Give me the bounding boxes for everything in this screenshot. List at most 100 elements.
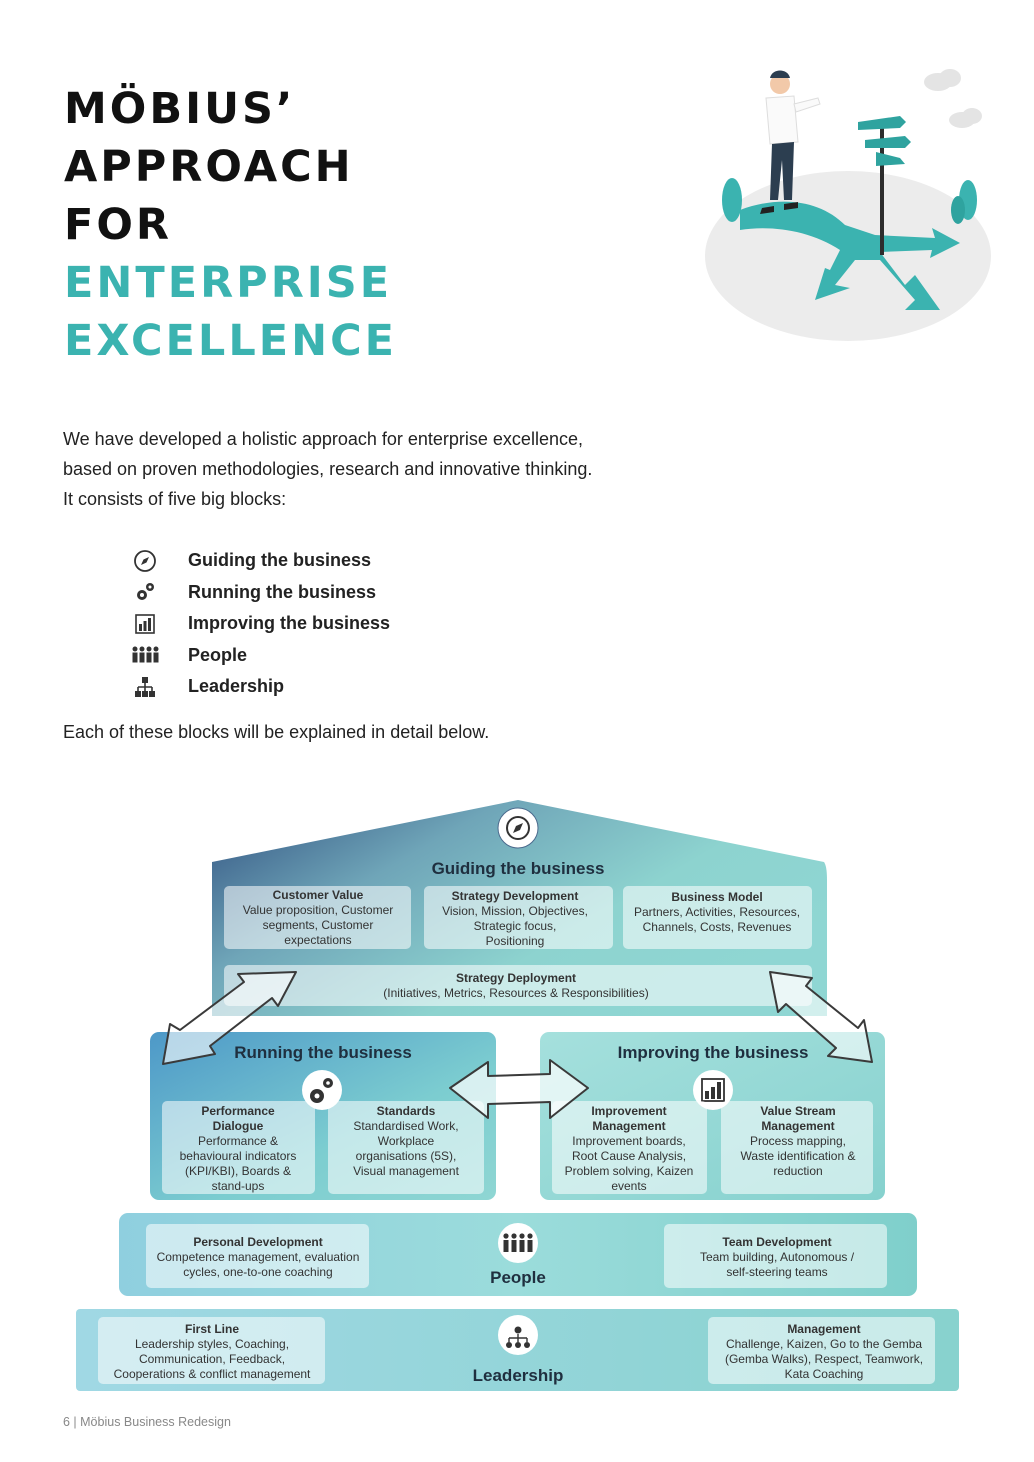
svg-text:Improvement boards,: Improvement boards, [572, 1134, 685, 1148]
title-line-1: MÖBIUS’ [64, 84, 296, 134]
page-footer: 6 | Möbius Business Redesign [63, 1415, 231, 1429]
business-model-box: Business Model Partners, Activities, Res… [623, 886, 812, 949]
customer-value-box: Customer Value Value proposition, Custom… [224, 886, 411, 949]
svg-text:organisations (5S),: organisations (5S), [356, 1149, 457, 1163]
page-title: MÖBIUS’ APPROACH FOR ENTERPRISE EXCELLEN… [64, 80, 397, 370]
people-icon [503, 1233, 533, 1252]
list-item: People [130, 640, 390, 672]
team-development-box: Team Development Team building, Autonomo… [664, 1224, 887, 1288]
svg-text:Management: Management [761, 1119, 834, 1133]
intro-text: We have developed a holistic approach fo… [63, 424, 663, 514]
svg-text:behavioural indicators: behavioural indicators [180, 1149, 297, 1163]
list-item-label: Guiding the business [188, 550, 372, 571]
improving-title: Improving the business [618, 1043, 809, 1062]
svg-text:Workplace: Workplace [378, 1134, 435, 1148]
svg-text:Team building, Autonomous /: Team building, Autonomous / [700, 1250, 855, 1264]
svg-text:Waste identification &: Waste identification & [741, 1149, 856, 1163]
list-item: Leadership [130, 671, 390, 703]
people-section [119, 1213, 917, 1296]
performance-dialogue-box: Performance Dialogue Performance & behav… [162, 1101, 315, 1194]
svg-text:Improvement: Improvement [591, 1104, 666, 1118]
list-item-label: Running the business [188, 581, 377, 602]
intro-line-3: It consists of five big blocks: [63, 489, 287, 509]
svg-text:Performance: Performance [201, 1104, 275, 1118]
svg-text:Positioning: Positioning [486, 934, 545, 948]
svg-text:Communication, Feedback,: Communication, Feedback, [139, 1352, 285, 1366]
compass-icon [506, 816, 530, 840]
svg-text:Strategy Development: Strategy Development [452, 889, 579, 903]
svg-text:Standardised Work,: Standardised Work, [353, 1119, 458, 1133]
svg-text:segments, Customer: segments, Customer [263, 918, 374, 932]
svg-text:(KPI/KBI), Boards &: (KPI/KBI), Boards & [185, 1164, 291, 1178]
personal-development-box: Personal Development Competence manageme… [146, 1224, 369, 1288]
svg-text:(Initiatives, Metrics, Resourc: (Initiatives, Metrics, Resources & Respo… [383, 986, 648, 1000]
svg-text:reduction: reduction [773, 1164, 822, 1178]
svg-text:events: events [611, 1179, 646, 1193]
title-line-3: FOR [64, 200, 173, 250]
svg-text:(Gemba Walks), Respect, Teamwo: (Gemba Walks), Respect, Teamwork, [725, 1352, 923, 1366]
svg-text:Root Cause Analysis,: Root Cause Analysis, [572, 1149, 686, 1163]
svg-text:Team Development: Team Development [722, 1235, 831, 1249]
svg-text:Kata Coaching: Kata Coaching [785, 1367, 864, 1381]
svg-text:Leadership styles, Coaching,: Leadership styles, Coaching, [135, 1337, 289, 1351]
standards-box: Standards Standardised Work, Workplace o… [328, 1101, 484, 1194]
svg-text:Problem solving, Kaizen: Problem solving, Kaizen [565, 1164, 694, 1178]
svg-text:self-steering teams: self-steering teams [726, 1265, 827, 1279]
svg-text:Challenge, Kaizen, Go to the G: Challenge, Kaizen, Go to the Gemba [726, 1337, 922, 1351]
svg-text:Channels, Costs, Revenues: Channels, Costs, Revenues [643, 920, 792, 934]
svg-text:Strategy Deployment: Strategy Deployment [456, 971, 576, 985]
svg-text:Personal Development: Personal Development [193, 1235, 322, 1249]
leadership-section [76, 1309, 959, 1391]
svg-text:Management: Management [592, 1119, 665, 1133]
list-item-label: People [188, 644, 248, 665]
crossroads-illustration [705, 69, 991, 341]
gears-icon [310, 1078, 333, 1103]
svg-text:Standards: Standards [377, 1104, 436, 1118]
list-item: Guiding the business [130, 545, 390, 577]
svg-text:Visual management: Visual management [353, 1164, 460, 1178]
svg-text:Dialogue: Dialogue [213, 1119, 264, 1133]
right-double-arrow [769, 971, 873, 1063]
strategy-development-box: Strategy Development Vision, Mission, Ob… [424, 886, 613, 949]
value-stream-management-box: Value Stream Management Process mapping,… [721, 1101, 873, 1194]
bar-chart-icon [130, 612, 160, 636]
running-section [150, 1032, 496, 1200]
gears-icon [130, 580, 160, 604]
svg-text:Vision, Mission, Objectives,: Vision, Mission, Objectives, [442, 904, 588, 918]
svg-text:First Line: First Line [185, 1322, 239, 1336]
intro-line-2: based on proven methodologies, research … [63, 459, 593, 479]
leadership-title: Leadership [473, 1366, 564, 1385]
title-line-5: EXCELLENCE [64, 316, 398, 366]
list-item-label: Improving the business [188, 613, 391, 634]
improving-section [540, 1032, 885, 1200]
guiding-title: Guiding the business [432, 859, 605, 878]
left-double-arrow [162, 971, 297, 1065]
org-chart-icon [506, 1326, 530, 1348]
svg-text:Business Model: Business Model [671, 890, 762, 904]
svg-text:Performance &: Performance & [198, 1134, 278, 1148]
people-title: People [490, 1268, 546, 1287]
management-box: Management Challenge, Kaizen, Go to the … [708, 1317, 935, 1384]
horizontal-double-arrow [449, 1059, 589, 1119]
svg-text:expectations: expectations [284, 933, 351, 947]
svg-text:Competence management, evaluat: Competence management, evaluation [157, 1250, 360, 1264]
title-line-2: APPROACH [64, 142, 354, 192]
people-icon [130, 643, 160, 667]
org-chart-icon [130, 675, 160, 699]
svg-text:Partners, Activities, Resource: Partners, Activities, Resources, [634, 905, 800, 919]
first-line-box: First Line Leadership styles, Coaching, … [98, 1317, 325, 1384]
title-line-4: ENTERPRISE [64, 258, 393, 308]
strategy-deployment-box: Strategy Deployment (Initiatives, Metric… [224, 965, 812, 1006]
svg-text:Cooperations & conflict manage: Cooperations & conflict management [114, 1367, 311, 1381]
svg-text:Customer Value: Customer Value [273, 888, 364, 902]
svg-text:stand-ups: stand-ups [212, 1179, 265, 1193]
guiding-section [212, 800, 827, 1016]
svg-text:Strategic focus,: Strategic focus, [474, 919, 557, 933]
svg-text:Value Stream: Value Stream [760, 1104, 835, 1118]
svg-text:Process mapping,: Process mapping, [750, 1134, 846, 1148]
list-item-label: Leadership [188, 676, 285, 697]
list-item: Running the business [130, 577, 390, 609]
intro-line-1: We have developed a holistic approach fo… [63, 429, 583, 449]
svg-text:Management: Management [787, 1322, 860, 1336]
outro-text: Each of these blocks will be explained i… [63, 722, 490, 742]
